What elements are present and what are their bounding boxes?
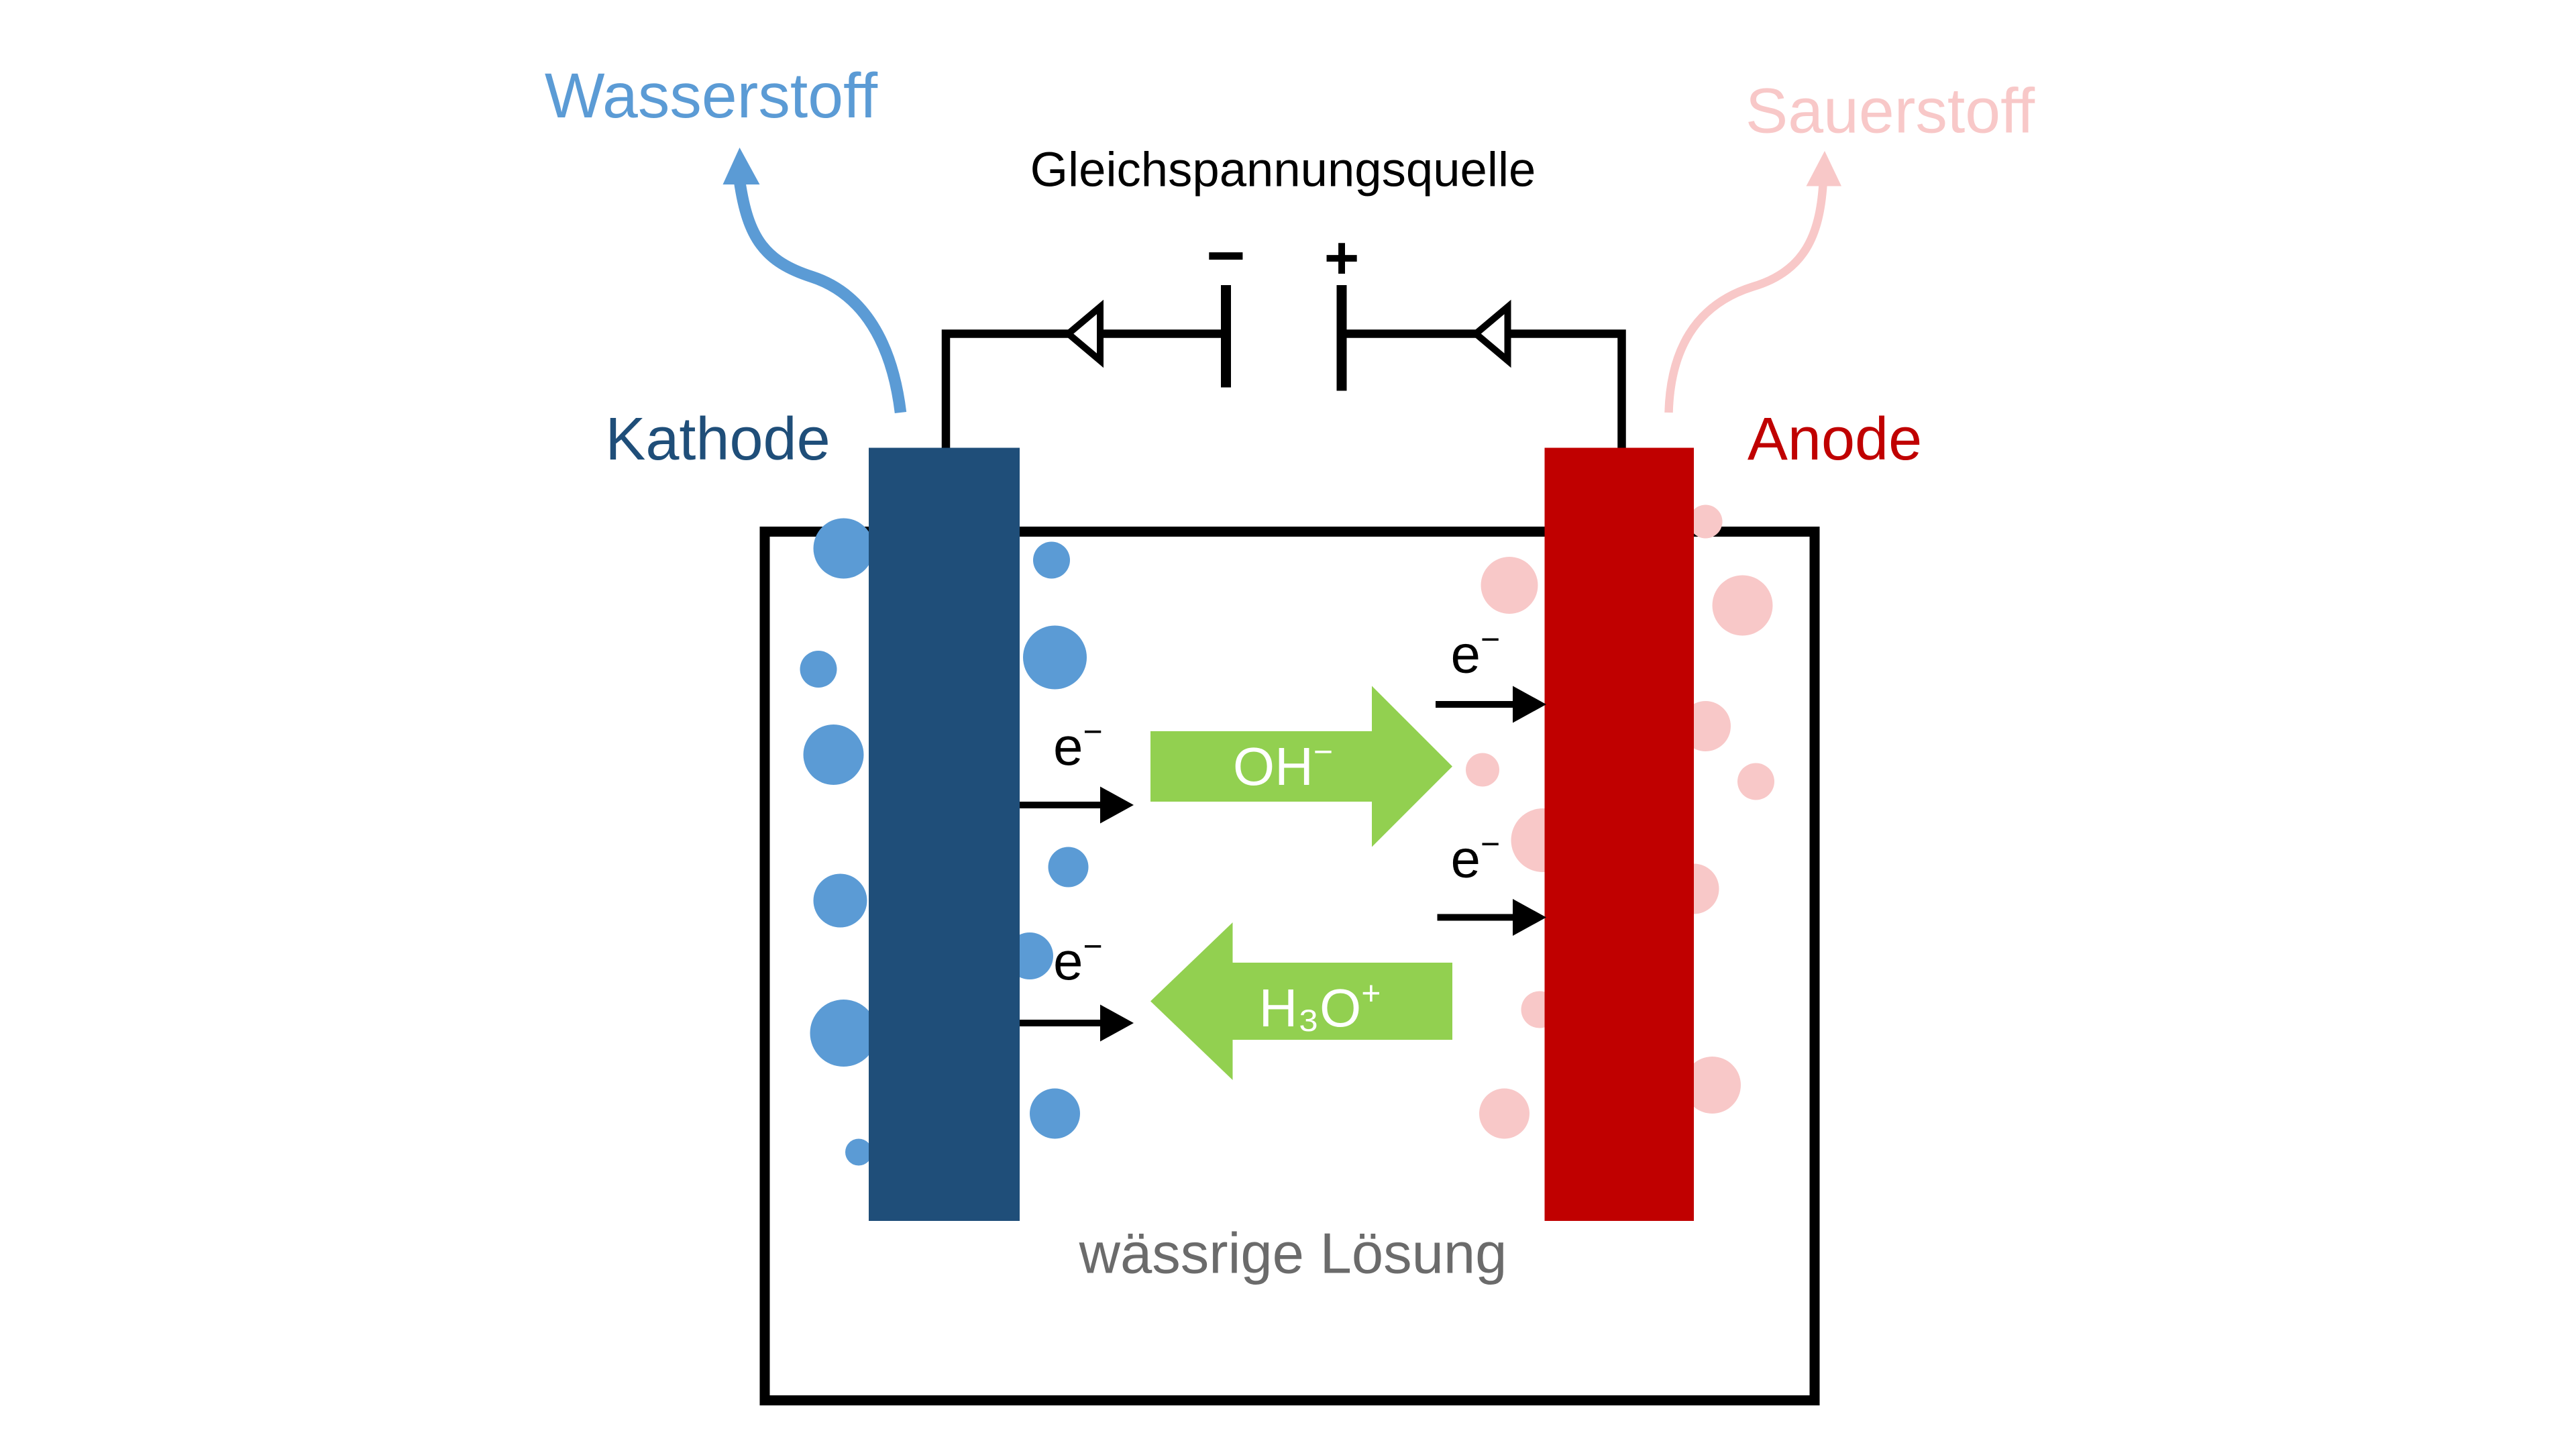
battery-minus-sign: −: [1206, 218, 1245, 293]
hydrogen-arrow-head: [722, 148, 760, 184]
anode-label: Anode: [1748, 406, 1922, 473]
electron-label: e−: [1451, 825, 1501, 889]
hydrogen-bubble: [803, 724, 864, 785]
hydrogen-bubble: [1033, 541, 1070, 579]
electron-arrow-head: [1100, 1004, 1134, 1042]
oxygen-bubble: [1466, 753, 1499, 787]
electrolyte-vessel: [759, 527, 1820, 1405]
oxygen-bubble: [1688, 504, 1723, 539]
hydrogen-bubble: [845, 1138, 872, 1166]
cathode-label: Kathode: [605, 406, 830, 473]
electron-arrow-head: [1100, 786, 1134, 824]
hydrogen-release-arrow: [733, 180, 907, 414]
hydronium-ion-label: H₃O+: [1259, 975, 1381, 1038]
hydroxide-ion-label: OH−: [1233, 733, 1333, 797]
electron-arrow-head: [1513, 899, 1546, 936]
hydrogen-bubbles: [800, 518, 1089, 1166]
electron-label: e−: [1451, 621, 1501, 684]
aqueous-solution-label: wässrige Lösung: [1079, 1222, 1507, 1286]
oxygen-release-arrow: [1664, 184, 1827, 413]
oxygen-bubble: [1684, 1057, 1741, 1114]
hydrogen-bubble: [813, 518, 874, 579]
current-direction-arrow-right: [1470, 299, 1511, 368]
oxygen-bubble: [1712, 575, 1773, 636]
anode-electrode: [1544, 447, 1694, 1221]
hydrogen-label: Wasserstoff: [545, 60, 878, 131]
hydronium-migration-arrow: [1150, 922, 1452, 1080]
hydrogen-bubble: [810, 1000, 877, 1067]
hydrogen-bubble: [1023, 625, 1087, 690]
electron-label: e−: [1053, 713, 1103, 777]
anode-wire: [1342, 329, 1626, 449]
cathode-electrode: [869, 447, 1020, 1221]
hydrogen-bubble: [1030, 1088, 1080, 1139]
oxygen-bubble: [1479, 1088, 1529, 1139]
battery-plus-sign: +: [1324, 225, 1360, 292]
hydroxide-migration-arrow: [1150, 686, 1452, 847]
hydrogen-bubble: [1048, 847, 1089, 888]
oxygen-bubble: [1737, 763, 1774, 800]
electron-label: e−: [1053, 928, 1103, 991]
voltage-source-label: Gleichspannungsquelle: [1030, 143, 1536, 197]
cathode-wire: [941, 329, 1226, 449]
current-direction-arrow-left: [1063, 299, 1104, 368]
oxygen-label: Sauerstoff: [1746, 76, 2035, 147]
oxygen-arrow-head: [1806, 151, 1841, 186]
electron-arrow-head: [1513, 686, 1546, 723]
hydrogen-bubble: [813, 873, 867, 928]
hydrogen-bubble: [800, 651, 837, 688]
oxygen-bubble: [1481, 557, 1538, 614]
